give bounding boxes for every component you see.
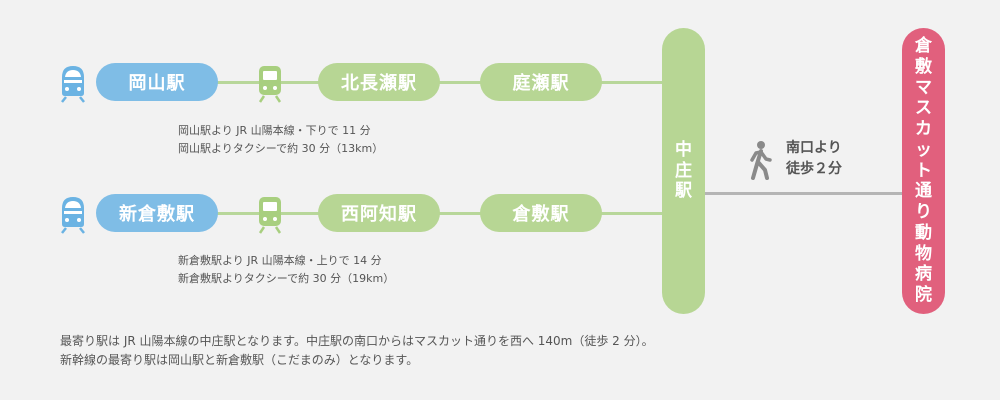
walk-line — [703, 192, 903, 195]
hub-char: 中 — [675, 139, 692, 160]
station-shinkurashiki: 新倉敷駅 — [96, 194, 218, 232]
bullet-train-icon — [61, 197, 85, 234]
footer-line2: 新幹線の最寄り駅は岡山駅と新倉敷駅（こだまのみ）となります。 — [60, 353, 419, 367]
route1-note-train: 岡山駅より JR 山陽本線・下りで 11 分 — [178, 124, 371, 137]
footer-notes: 最寄り駅は JR 山陽本線の中庄駅となります。中庄駅の南口からはマスカット通りを… — [60, 332, 654, 370]
train-icon — [258, 66, 282, 103]
hub-char: 駅 — [675, 181, 692, 202]
destination-hospital: 倉 敷 マ ス カ ッ ト 通 り 動 物 病 院 — [902, 28, 945, 314]
station-kitanagase: 北長瀬駅 — [318, 63, 440, 101]
station-nishiachi: 西阿知駅 — [318, 194, 440, 232]
destination-char: マ — [915, 77, 932, 98]
destination-char: り — [915, 202, 932, 223]
destination-char: ッ — [915, 139, 932, 160]
destination-char: 敷 — [915, 56, 932, 77]
station-kurashiki: 倉敷駅 — [480, 194, 602, 232]
destination-char: カ — [915, 119, 932, 140]
destination-char: 物 — [915, 243, 932, 264]
route2-note-taxi: 新倉敷駅よりタクシーで約 30 分（19km） — [178, 272, 395, 285]
route1-notes: 岡山駅より JR 山陽本線・下りで 11 分 岡山駅よりタクシーで約 30 分（… — [178, 122, 383, 158]
destination-char: 病 — [915, 264, 932, 285]
walk-line2: 徒歩２分 — [786, 161, 842, 177]
walk-line1: 南口より — [786, 140, 842, 156]
destination-char: 通 — [915, 181, 932, 202]
station-nakasho: 中 庄 駅 — [662, 28, 705, 314]
walking-person-icon — [750, 141, 772, 180]
destination-char: 倉 — [915, 36, 932, 57]
route1-note-taxi: 岡山駅よりタクシーで約 30 分（13km） — [178, 142, 384, 155]
footer-line1: 最寄り駅は JR 山陽本線の中庄駅となります。中庄駅の南口からはマスカット通りを… — [60, 334, 654, 348]
station-niwase: 庭瀬駅 — [480, 63, 602, 101]
bullet-train-icon — [61, 66, 85, 103]
destination-char: 院 — [915, 285, 932, 306]
destination-char: ト — [915, 160, 932, 181]
station-okayama: 岡山駅 — [96, 63, 218, 101]
train-icon — [258, 197, 282, 234]
route2-note-train: 新倉敷駅より JR 山陽本線・上りで 14 分 — [178, 254, 382, 267]
walk-info: 南口より 徒歩２分 — [786, 138, 842, 180]
route2-notes: 新倉敷駅より JR 山陽本線・上りで 14 分 新倉敷駅よりタクシーで約 30 … — [178, 252, 394, 288]
destination-char: 動 — [915, 222, 932, 243]
hub-char: 庄 — [675, 160, 692, 181]
destination-char: ス — [915, 98, 932, 119]
